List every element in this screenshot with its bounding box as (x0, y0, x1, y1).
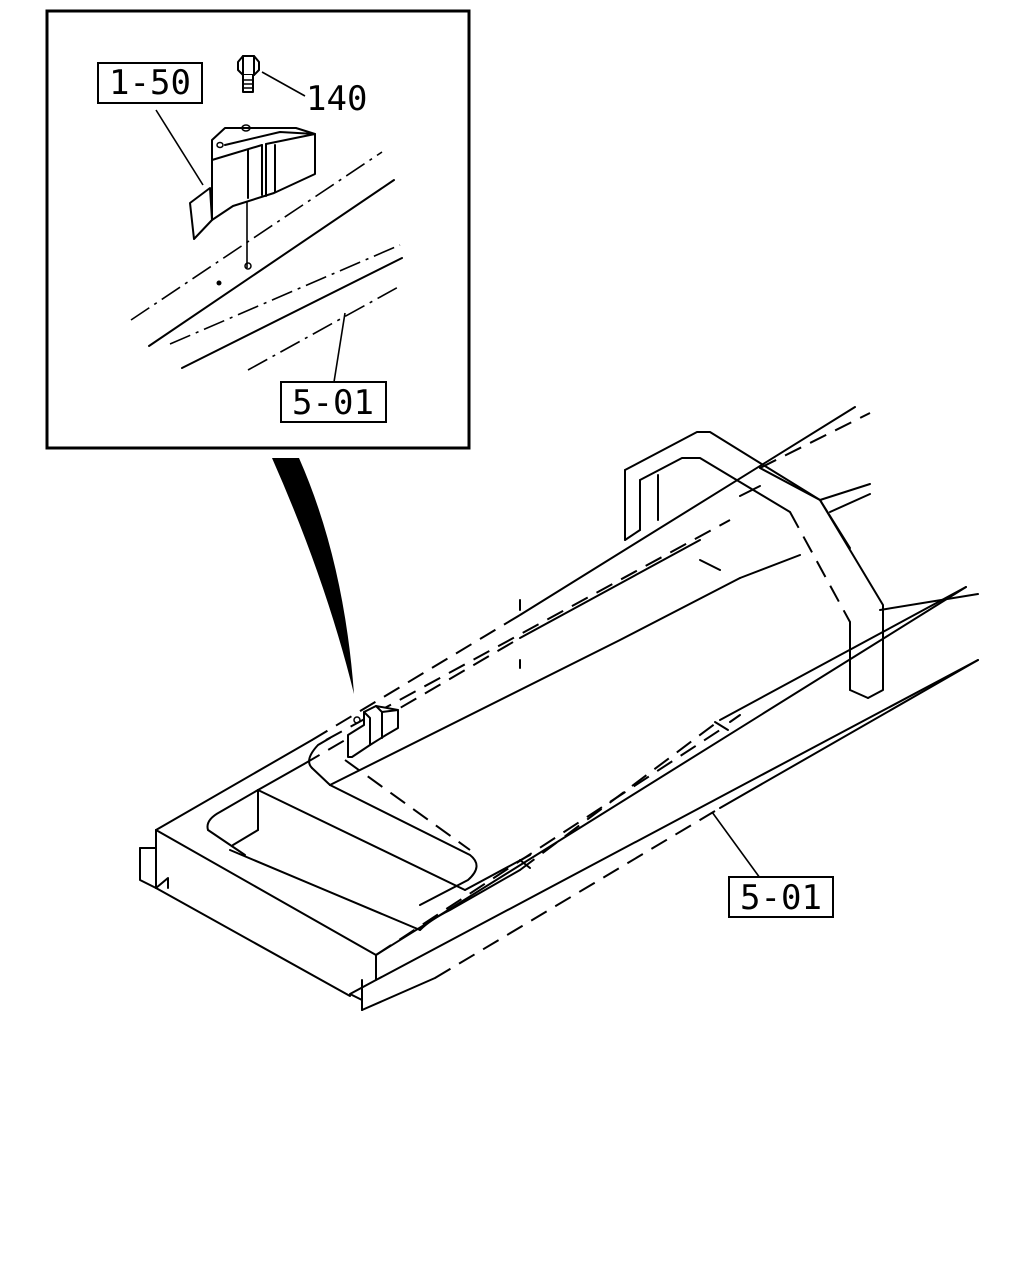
bracket-bolt-hole-icon (241, 124, 251, 132)
leader-line-140 (261, 71, 306, 97)
frame-bracket-hole-icon (353, 716, 361, 724)
frame-assembly: 5-01 (139, 406, 979, 1011)
bracket-hole-icon (216, 141, 224, 149)
callout-140: 140 (306, 79, 367, 119)
bolt-part (237, 55, 260, 93)
callout-140-label: 140 (306, 79, 367, 119)
callout-1-50-label: 1-50 (109, 63, 191, 103)
rear-crossmember (624, 431, 884, 699)
leader-line-main-5-01 (711, 811, 761, 879)
bracket-part (189, 124, 316, 240)
frame-hole-icon (216, 280, 222, 286)
leader-line-1-50 (155, 109, 204, 186)
detail-frame-rail (130, 151, 403, 371)
detail-inset: 1-50 140 5-01 (45, 9, 471, 450)
callout-detail-5-01: 5-01 (280, 381, 387, 423)
callout-detail-5-01-label: 5-01 (292, 383, 374, 423)
detail-pointer-arrow (272, 458, 354, 694)
mounting-hole-icon (244, 262, 252, 270)
callout-main-5-01-label: 5-01 (740, 878, 822, 918)
callout-1-50: 1-50 (97, 62, 203, 104)
leader-line-detail-5-01 (333, 312, 346, 383)
frame-end-crossmember (139, 829, 377, 1011)
callout-main-5-01: 5-01 (728, 876, 834, 918)
frame-bracket-part (347, 705, 399, 758)
